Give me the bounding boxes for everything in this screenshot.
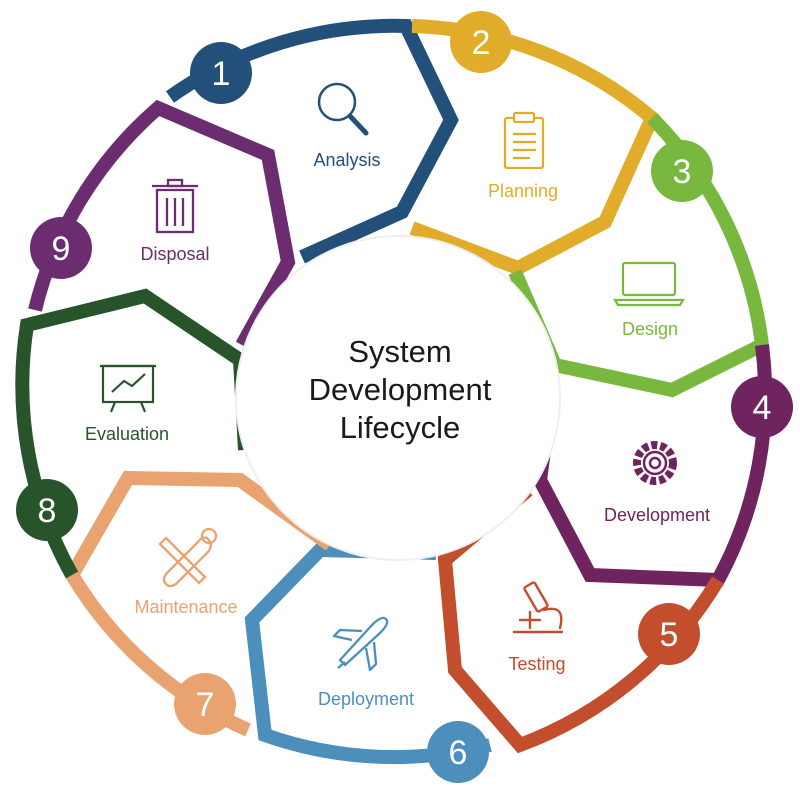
stage-label-testing: Testing <box>508 654 565 674</box>
svg-text:3: 3 <box>673 153 692 191</box>
stage-badge-1: 1 <box>190 42 252 104</box>
svg-text:6: 6 <box>449 734 468 772</box>
chart-board-icon <box>100 364 156 413</box>
clipboard-icon <box>503 111 545 170</box>
stage-badge-7: 7 <box>174 673 236 735</box>
center-title-line3: Lifecycle <box>340 410 461 445</box>
stage-badge-3: 3 <box>651 140 713 202</box>
magnifier-icon <box>317 82 369 136</box>
laptop-icon <box>613 261 685 307</box>
stage-label-development: Development <box>604 505 710 525</box>
center-title-line1: System <box>348 334 451 369</box>
svg-text:8: 8 <box>38 492 57 530</box>
gear-icon <box>633 441 677 485</box>
stage-label-design: Design <box>622 319 678 339</box>
airplane-icon <box>332 616 389 672</box>
svg-text:1: 1 <box>212 55 231 93</box>
center-title-line2: Development <box>309 372 492 407</box>
segment-planning-outline <box>409 19 661 276</box>
stage-badge-2: 2 <box>450 11 512 73</box>
svg-text:2: 2 <box>472 24 491 62</box>
stage-label-evaluation: Evaluation <box>85 424 169 444</box>
center-circle <box>235 235 561 561</box>
stage-badge-4: 4 <box>731 376 793 438</box>
svg-text:7: 7 <box>196 686 215 724</box>
trash-can-icon <box>152 178 198 234</box>
microscope-icon <box>512 581 564 634</box>
segment-testing-outline <box>437 484 725 754</box>
svg-text:5: 5 <box>660 616 679 654</box>
stage-badge-5: 5 <box>638 603 700 665</box>
stage-badge-6: 6 <box>427 721 489 783</box>
svg-text:4: 4 <box>753 389 772 427</box>
stage-badge-9: 9 <box>30 217 92 279</box>
stage-label-planning: Planning <box>488 181 558 201</box>
stage-label-deployment: Deployment <box>318 689 414 709</box>
stage-label-analysis: Analysis <box>313 150 380 170</box>
stage-label-disposal: Disposal <box>140 244 209 264</box>
tools-icon <box>158 527 218 588</box>
stage-label-maintenance: Maintenance <box>134 597 237 617</box>
stage-badge-8: 8 <box>16 479 78 541</box>
svg-text:9: 9 <box>52 230 71 268</box>
